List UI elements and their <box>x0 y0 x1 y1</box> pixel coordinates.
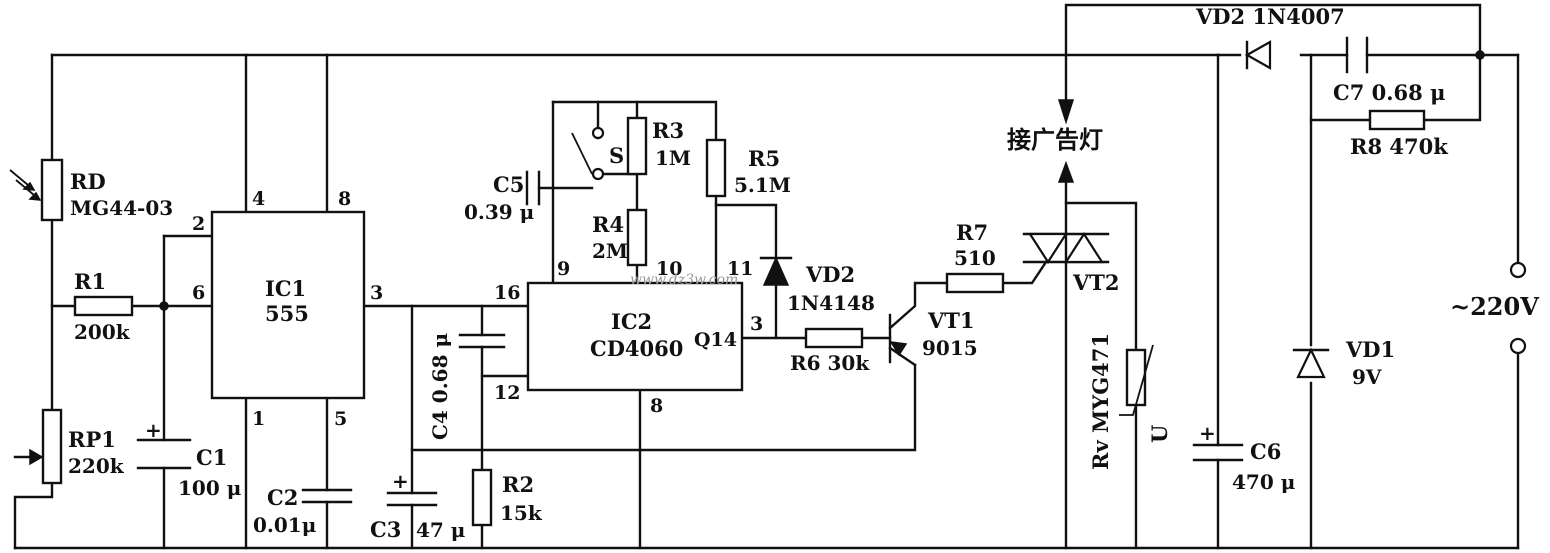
r2-value: 15k <box>500 501 543 525</box>
junction-dots <box>159 50 1485 311</box>
c1-value: 100 μ <box>178 476 241 500</box>
rp1-value: 220k <box>68 454 125 478</box>
r8-label: R8 470k <box>1350 134 1448 159</box>
vt2-triac: VT2 <box>1022 231 1120 295</box>
c2-value: 0.01μ <box>253 513 316 537</box>
r1-resistor: R1 200k <box>73 269 134 344</box>
rd-value: MG44-03 <box>70 196 173 220</box>
c4-label: C4 0.68 μ <box>428 333 452 440</box>
r7-value: 510 <box>954 246 996 270</box>
ic2-cd4060: IC2 CD4060 Q14 16 9 10 11 12 8 3 <box>494 258 763 417</box>
c6-value: 470 μ <box>1232 470 1295 494</box>
rd-ref: RD <box>70 169 106 194</box>
ic2-part: CD4060 <box>590 336 683 361</box>
r4-value: 2M <box>592 239 628 263</box>
ic1-555: IC1 555 2 4 8 6 3 1 5 <box>192 188 383 430</box>
r6-label: R6 30k <box>790 351 870 375</box>
ic1-pin3: 3 <box>370 282 383 304</box>
ic2-pin10: 10 <box>656 258 682 280</box>
r6-resistor: R6 30k <box>790 327 870 375</box>
c4-capacitor: C4 0.68 μ <box>428 333 506 440</box>
vd2-1n4148-diode: VD2 1N4148 <box>759 256 875 315</box>
watermark: www.dz3w.com <box>630 272 738 288</box>
c2-ref: C2 <box>267 485 298 510</box>
r4-resistor: R4 2M <box>592 208 648 267</box>
c7-capacitor: C7 0.68 μ <box>1333 36 1445 105</box>
wires <box>13 3 1520 550</box>
vd1-value: 9V <box>1352 365 1382 389</box>
rv-varistor: Rv MYG471 U <box>1088 333 1172 470</box>
rp1-ref: RP1 <box>68 427 116 452</box>
ic1-ref: IC1 <box>265 276 306 301</box>
ic2-pin9: 9 <box>557 258 570 280</box>
c2-capacitor: C2 0.01μ <box>253 485 353 537</box>
ic2-pin8: 8 <box>650 395 663 417</box>
ic1-pin5: 5 <box>334 408 347 430</box>
rv-symbol: U <box>1147 425 1172 443</box>
ic1-pin8: 8 <box>338 188 351 210</box>
vt1-transistor: VT1 9015 <box>889 308 978 360</box>
ic2-pin12: 12 <box>494 382 520 404</box>
r3-resistor: R3 1M <box>626 116 691 176</box>
c1-polarity: + <box>145 418 162 442</box>
r8-resistor: R8 470k <box>1350 109 1448 159</box>
ic2-pin16: 16 <box>494 282 520 304</box>
c7-label: C7 0.68 μ <box>1333 80 1445 105</box>
ic1-pin4: 4 <box>252 188 265 210</box>
c5-value: 0.39 μ <box>464 200 534 224</box>
switch-s: S <box>571 126 624 181</box>
c6-polarity: + <box>1199 421 1216 445</box>
r7-resistor: R7 510 <box>945 220 1005 294</box>
r5-ref: R5 <box>748 146 780 171</box>
c3-capacitor: + C3 47 μ <box>370 469 465 542</box>
r2-ref: R2 <box>502 472 534 497</box>
c5-capacitor: C5 0.39 μ <box>464 170 555 224</box>
vd2b-label: VD2 1N4007 <box>1195 4 1345 29</box>
rd-photoresistor: RD MG44-03 <box>9 158 173 222</box>
c6-ref: C6 <box>1250 439 1281 464</box>
r4-ref: R4 <box>592 212 624 237</box>
lamp-label: 接广告灯 <box>1007 125 1103 154</box>
vt2-ref: VT2 <box>1072 270 1120 295</box>
ic2-ref: IC2 <box>611 309 652 334</box>
vt1-value: 9015 <box>922 336 978 360</box>
mains-terminals: ~220V <box>1450 261 1539 355</box>
ic2-q14: Q14 <box>694 329 737 351</box>
c1-ref: C1 <box>196 445 227 470</box>
vd1-zener-diode: VD1 9V <box>1292 337 1395 389</box>
rp1-potentiometer: RP1 220k <box>29 408 125 485</box>
r2-resistor: R2 15k <box>471 468 543 527</box>
c3-ref: C3 <box>370 517 401 542</box>
vt1-ref: VT1 <box>927 308 975 333</box>
vd2-1n4007-diode: VD2 1N4007 <box>1195 4 1345 70</box>
c6-capacitor: + C6 470 μ <box>1192 421 1295 494</box>
ic1-pin6: 6 <box>192 282 205 304</box>
s-ref: S <box>609 143 624 168</box>
r1-ref: R1 <box>74 269 106 294</box>
ic1-part: 555 <box>265 301 309 326</box>
c3-polarity: + <box>392 469 409 493</box>
r5-value: 5.1M <box>734 173 791 197</box>
ic2-pin11: 11 <box>727 258 753 280</box>
ic2-pin3: 3 <box>750 313 763 335</box>
ic1-pin1: 1 <box>252 408 265 430</box>
c3-value: 47 μ <box>416 518 465 542</box>
vd1-ref: VD1 <box>1345 337 1395 362</box>
vd2a-ref: VD2 <box>805 262 855 287</box>
lamp-arrows: 接广告灯 <box>1007 99 1103 183</box>
ic1-pin2: 2 <box>192 213 205 235</box>
r7-ref: R7 <box>956 220 988 245</box>
rv-label: Rv MYG471 <box>1088 333 1113 470</box>
c1-capacitor: + C1 100 μ <box>136 418 241 500</box>
mains-label: ~220V <box>1450 292 1539 321</box>
r1-value: 200k <box>74 320 131 344</box>
c5-ref: C5 <box>493 172 524 197</box>
r5-resistor: R5 5.1M <box>705 138 791 198</box>
vd2a-value: 1N4148 <box>787 291 875 315</box>
r3-value: 1M <box>655 146 691 170</box>
r3-ref: R3 <box>652 118 684 143</box>
